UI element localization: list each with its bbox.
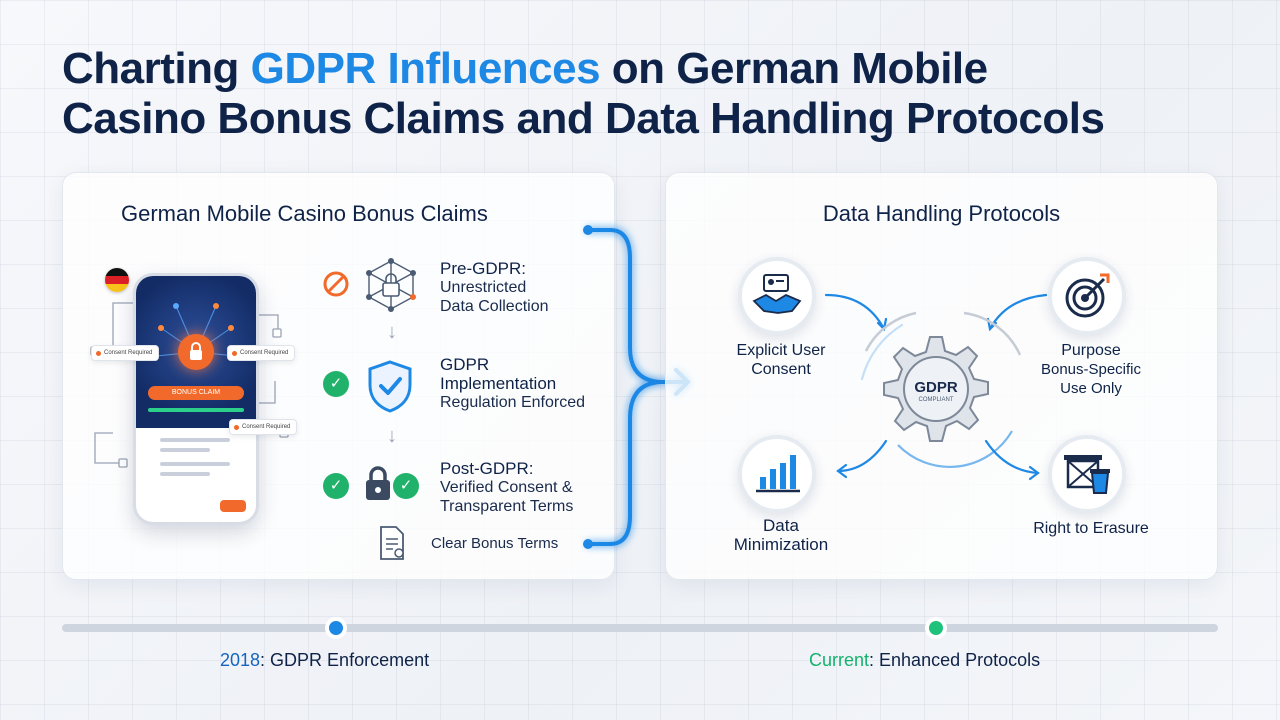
- check-icon: ✓: [323, 371, 349, 397]
- arrow-down-icon: ↓: [387, 425, 397, 447]
- gdpr-gear-icon: [883, 336, 989, 442]
- phone-list-row: [160, 462, 230, 466]
- gdpr-badge-main: GDPR: [914, 379, 958, 396]
- title-accent: GDPR Influences: [250, 44, 601, 93]
- bonus-claims-title: German Mobile Casino Bonus Claims: [121, 201, 488, 226]
- germany-flag-icon: [105, 268, 129, 292]
- right-to-erasure-node: [1048, 435, 1126, 513]
- bonus-claims-panel: German Mobile Casino Bonus Claims: [62, 172, 615, 580]
- step-post-gdpr: Post-GDPR: Verified Consent & Transparen…: [440, 459, 574, 515]
- phone-bonus-claim-button[interactable]: BONUS CLAIM: [148, 386, 244, 400]
- step-gdpr-implementation: GDPR Implementation Regulation Enforced: [440, 355, 585, 411]
- explicit-consent-node: [738, 257, 816, 335]
- purpose-node: [1048, 257, 1126, 335]
- arrow-down-icon: ↓: [387, 321, 397, 343]
- phone-list-row: [160, 448, 210, 452]
- check-icon: ✓: [323, 473, 349, 499]
- right-to-erasure-label: Right to Erasure: [1033, 520, 1149, 537]
- mobile-phone-illustration: BONUS CLAIM: [133, 273, 259, 525]
- gdpr-badge-sub: COMPLIANT: [918, 397, 954, 403]
- padlock-icon: [366, 466, 390, 500]
- prohibited-icon: [323, 271, 349, 297]
- consent-tag: Consent Required: [91, 345, 160, 361]
- timeline-label-current: Current: Enhanced Protocols: [809, 650, 1041, 670]
- phone-lock-icon: [178, 334, 214, 370]
- network-lock-icon: [366, 258, 416, 312]
- data-minimization-node: [738, 435, 816, 513]
- page-title: Charting GDPR Influences on German Mobil…: [62, 44, 1105, 143]
- consent-tag: Consent Required: [229, 419, 298, 435]
- shield-check-icon: [368, 360, 412, 413]
- consent-tag: Consent Required: [227, 345, 296, 361]
- phone-list-row: [160, 438, 230, 442]
- purpose-label: Purpose Bonus-Specific Use Only: [1040, 342, 1142, 397]
- phone-progress-bar: [148, 408, 244, 412]
- connector-bracket: [583, 225, 691, 549]
- cycle-arrows: [824, 293, 1048, 481]
- handshake-icon: [752, 274, 802, 314]
- phone-action-button[interactable]: [220, 500, 246, 512]
- clear-bonus-terms: Clear Bonus Terms: [431, 535, 559, 552]
- trash-icon: [1064, 455, 1110, 494]
- phone-list-row: [160, 472, 210, 476]
- check-icon: ✓: [393, 473, 419, 499]
- timeline-label-2018: 2018: GDPR Enforcement: [220, 650, 430, 670]
- target-icon: [1065, 273, 1110, 318]
- timeline-marker-2018[interactable]: [325, 617, 347, 639]
- data-protocols-title: Data Handling Protocols: [822, 201, 1061, 226]
- data-protocols-panel: Data Handling Protocols GDPR COMPLIANT: [665, 172, 1218, 580]
- step-pre-gdpr: Pre-GDPR: Unrestricted Data Collection: [440, 259, 549, 315]
- timeline-marker-current[interactable]: [925, 617, 947, 639]
- document-icon: [380, 526, 404, 560]
- bar-chart-icon: [756, 455, 800, 493]
- timeline-track: [62, 624, 1218, 632]
